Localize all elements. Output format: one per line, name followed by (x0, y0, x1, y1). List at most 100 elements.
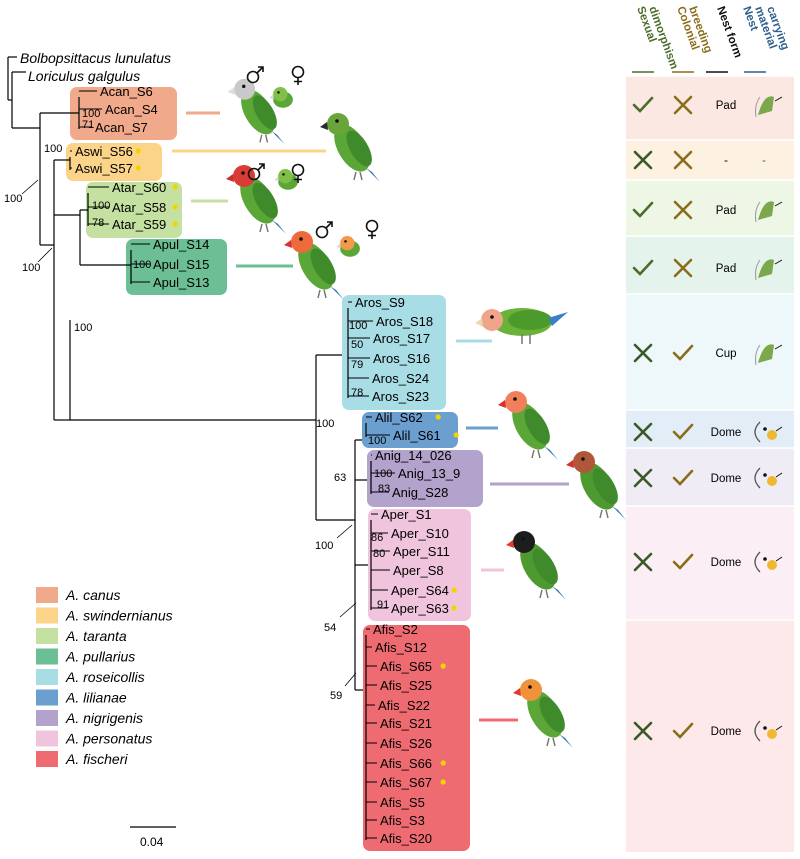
taxon-label: Aros_S23 (372, 389, 429, 404)
legend-label: A. personatus (65, 731, 152, 747)
support-acan-b: 71 (82, 119, 94, 131)
support-leader (344, 672, 357, 687)
taxon-label: Afis_S65 (380, 659, 432, 674)
check-icon (672, 469, 694, 486)
taxon-label: Aper_S10 (391, 526, 449, 541)
lovebird-illustration (320, 113, 380, 182)
cross-icon (633, 422, 653, 442)
male-symbol-icon (247, 163, 265, 181)
check-icon (632, 259, 654, 276)
taxon-label: Anig_S28 (392, 485, 448, 500)
check-icon (632, 201, 654, 218)
taxon-label: Alil_S61 (393, 428, 441, 443)
sample-dot (135, 148, 141, 154)
lovebird-illustration (284, 231, 344, 300)
taxon-label: Afis_S12 (375, 640, 427, 655)
nest-form-value: Dome (711, 473, 742, 485)
sample-dot (451, 587, 457, 593)
check-icon (632, 96, 654, 113)
nest-form-value: Dome (711, 726, 742, 738)
taxon-label: Atar_S59 (112, 217, 166, 232)
sample-dot (172, 204, 178, 210)
support-atar-b: 78 (92, 217, 104, 229)
taxon-label: Afis_S22 (378, 698, 430, 713)
taxon-label: Alil_S62 (375, 410, 423, 425)
taxon-label: Atar_S58 (112, 200, 166, 215)
legend-swatch (36, 648, 58, 665)
cross-icon (673, 150, 693, 170)
legend-label: A. swindernianus (65, 608, 173, 624)
lovebird-illustration (227, 78, 285, 145)
support-node-swi-outer: 100 (4, 193, 22, 205)
taxon-label: Afis_S26 (380, 736, 432, 751)
cross-icon (673, 200, 693, 220)
legend-swatch (36, 607, 58, 624)
support-node-agapornis: 100 (74, 322, 92, 334)
taxon-label: Acan_S4 (105, 102, 158, 117)
clade-box-personatus (368, 509, 471, 621)
lovebird-head-illustration (274, 169, 298, 190)
support-anig-b: 83 (378, 483, 390, 495)
legend-swatch (36, 587, 58, 603)
support-apul: 100 (133, 259, 151, 271)
trait-row-bg (626, 506, 794, 620)
taxon-label: Aswi_S57 (75, 161, 133, 176)
support-node-lil-nig: 63 (334, 472, 346, 484)
clade-box-nigrigenis (367, 450, 483, 507)
clade-box-roseicollis (342, 295, 446, 410)
beak-carrying-icon (754, 421, 783, 443)
lovebird-illustration (498, 391, 558, 460)
sample-dot (453, 432, 459, 438)
male-symbol-icon (246, 66, 264, 84)
taxon-label: Aros_S9 (355, 295, 405, 310)
nest-form-value: - (724, 155, 728, 167)
taxon-label: Afis_S66 (380, 756, 432, 771)
legend-swatch (36, 751, 58, 767)
beak-carrying-icon (754, 720, 783, 742)
female-symbol-icon (365, 219, 379, 239)
support-aper-a: 86 (371, 532, 383, 544)
legend-swatch (36, 669, 58, 685)
support-aper-b: 80 (373, 548, 385, 560)
lovebird-illustration (513, 679, 573, 748)
scale-bar-label: 0.04 (140, 835, 164, 849)
outgroup-label-2: Loriculus galgulus (28, 68, 140, 84)
tail-carrying-icon (755, 96, 783, 118)
taxon-label: Afis_S5 (380, 795, 425, 810)
legend-swatch (36, 710, 58, 726)
trait-row-bg (626, 140, 794, 180)
sample-dot (135, 165, 141, 171)
lovebird-illustration (226, 165, 286, 234)
sample-dot (172, 221, 178, 227)
taxon-label: Aros_S16 (373, 351, 430, 366)
nest-form-value: Pad (716, 205, 736, 217)
nest-carry-value: - (762, 155, 766, 167)
sample-dot (440, 779, 446, 785)
taxon-label: Apul_S13 (153, 275, 209, 290)
support-aros-b: 50 (351, 339, 363, 351)
sample-dot (435, 414, 441, 420)
nest-form-value: Cup (715, 348, 736, 360)
clade-box-canus (70, 87, 177, 140)
support-leader (21, 179, 39, 195)
check-icon (672, 553, 694, 570)
nest-form-value: Dome (711, 427, 742, 439)
clade-box-pullarius (126, 239, 227, 295)
sample-dot (172, 184, 178, 190)
lovebird-illustration (506, 531, 566, 600)
taxon-label: Anig_14_026 (375, 448, 452, 463)
tail-carrying-icon (755, 201, 783, 223)
cross-icon (633, 552, 653, 572)
legend-label: A. lilianae (65, 690, 127, 706)
taxon-label: Anig_13_9 (398, 466, 460, 481)
outgroup-label-1: Bolbopsittacus lunulatus (20, 50, 171, 66)
cross-icon (673, 258, 693, 278)
taxon-label: Afis_S3 (380, 813, 425, 828)
taxon-label: Aper_S11 (393, 544, 450, 559)
lovebird-head-illustration (336, 236, 360, 257)
taxon-label: Aros_S18 (376, 314, 433, 329)
support-node-fis: 54 (324, 622, 336, 634)
support-aros-c: 79 (351, 359, 363, 371)
